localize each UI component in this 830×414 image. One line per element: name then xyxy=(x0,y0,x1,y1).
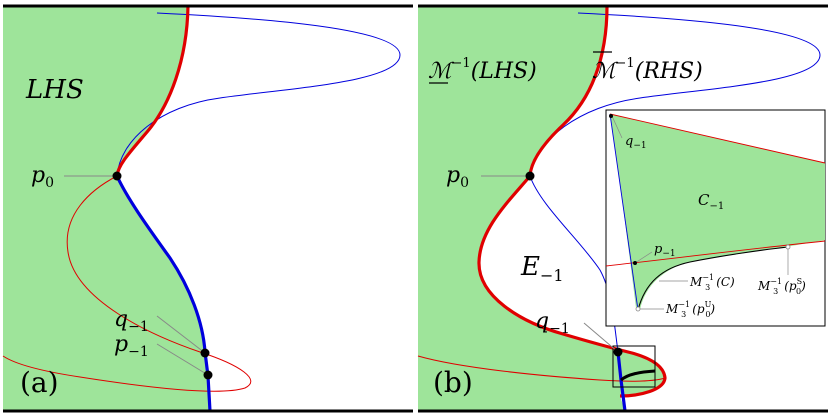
C-region-inset xyxy=(610,114,825,310)
panel-a: LHS p0 q−1 p−1 (a) xyxy=(2,4,413,413)
blue-thin-curve-b xyxy=(529,12,821,353)
p0-label-b: p0 xyxy=(446,163,469,191)
red-thick-boundary-a xyxy=(115,5,190,177)
q-label-b: q−1 xyxy=(535,309,570,337)
panel-label-a: (a) xyxy=(20,366,59,399)
blue-thick-boundary-a xyxy=(115,175,212,412)
zoom-box-b xyxy=(612,345,656,388)
inset-point-MpU xyxy=(635,306,641,312)
leader-p-a xyxy=(156,343,209,376)
point-p0-dot-a xyxy=(112,171,122,181)
inset-label-p: p−1 xyxy=(654,242,676,259)
inverse-lhs-label-b: ℳ−1(LHS) xyxy=(428,56,537,84)
q-label-a: q−1 xyxy=(114,307,149,335)
lhs-label-a: LHS xyxy=(25,75,84,105)
inset-red-lower xyxy=(605,240,826,267)
leader-q-a xyxy=(156,315,206,354)
inset-label-q: q−1 xyxy=(625,134,647,151)
inset-red-upper xyxy=(609,113,826,164)
inset-point-MpS xyxy=(785,244,791,250)
point-p-dot-a xyxy=(203,370,213,380)
red-thick-boundary-b xyxy=(477,5,667,398)
black-segment-b xyxy=(620,369,656,382)
inset-label-C: C−1 xyxy=(698,191,724,212)
lhs-region-a xyxy=(3,6,210,411)
inverse-rhs-label-b: ℳ−1(RHS) xyxy=(592,56,703,84)
E-label-b: E−1 xyxy=(520,252,564,285)
leader-q-b xyxy=(583,322,619,353)
panel-label-b: (b) xyxy=(433,366,473,399)
point-q-dot-a xyxy=(200,348,210,358)
inset-black-curve xyxy=(637,246,789,311)
point-p0-dot-b xyxy=(525,171,535,181)
p0-label-a: p0 xyxy=(31,163,54,191)
inset-blue-line xyxy=(609,113,639,311)
inset-point-p xyxy=(633,261,637,265)
red-thin-curve-b xyxy=(417,355,666,382)
inset-leader-q xyxy=(611,115,623,139)
p-label-a: p−1 xyxy=(114,332,149,360)
red-thin-curve-a xyxy=(2,175,252,392)
inset-point-q xyxy=(609,114,613,118)
point-q-dot-b xyxy=(613,347,623,357)
panel-b: ℳ−1(LHS) ℳ−1(RHS) p0 E−1 q−1 (b) xyxy=(417,4,828,413)
lhs-preimage-region-b xyxy=(418,6,665,411)
inset-leader-p xyxy=(634,251,653,264)
